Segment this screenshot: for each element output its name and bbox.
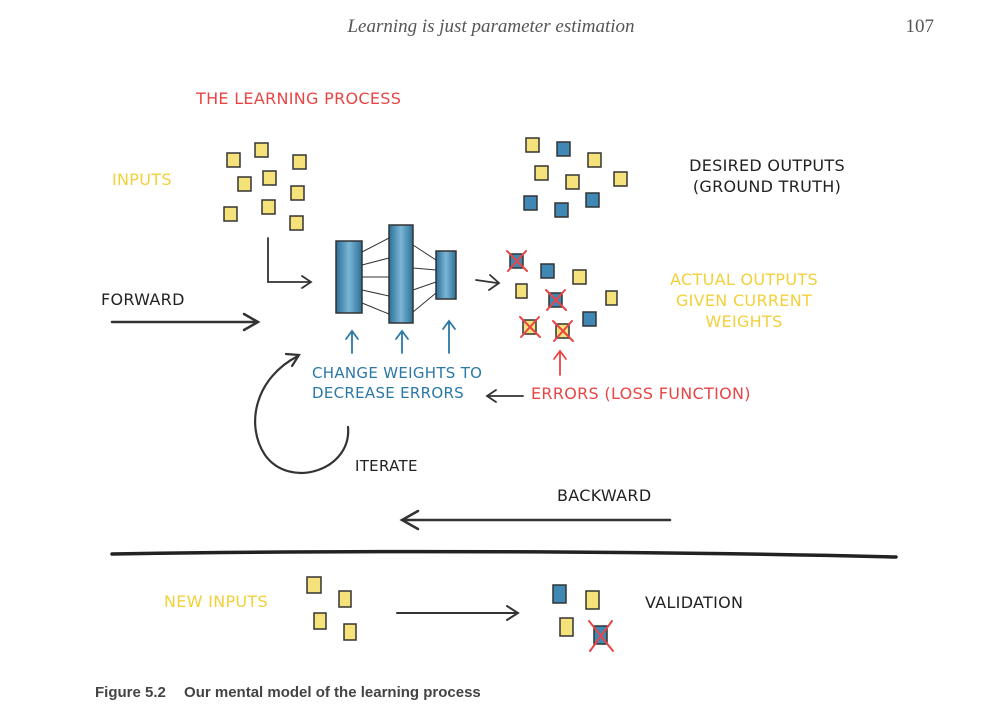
desired-outputs-line-1: DESIRED OUTPUTS — [689, 156, 845, 175]
backward-arrow — [399, 509, 672, 531]
weight-update-arrows — [345, 319, 456, 354]
running-title: Learning is just parameter estimation — [347, 16, 635, 37]
divider-line — [110, 549, 898, 559]
actual-output-samples — [509, 253, 618, 339]
figure-caption: Figure 5.2 Our mental model of the learn… — [95, 684, 481, 701]
desired-outputs-line-2: (GROUND TRUTH) — [692, 176, 842, 196]
actual-outputs-line-1: ACTUAL OUTPUTS — [670, 270, 818, 289]
error-cross-marks — [506, 250, 574, 342]
errors-to-weights-arrow — [485, 389, 524, 403]
new-input-samples — [306, 576, 357, 641]
iterate-label: ITERATE — [355, 457, 418, 475]
forward-arrow — [110, 312, 261, 332]
iterate-loop-arrow — [254, 352, 350, 474]
validation-label: VALIDATION — [645, 593, 744, 612]
network-layers — [335, 224, 457, 324]
change-weights-label: CHANGE WEIGHTS TO DECREASE ERRORS — [312, 364, 482, 403]
desired-outputs-label: DESIRED OUTPUTS (GROUND TRUTH) — [664, 156, 870, 198]
page-number: 107 — [905, 16, 935, 37]
forward-label: FORWARD — [101, 290, 185, 309]
actual-outputs-line-2: GIVEN CURRENT — [675, 290, 813, 310]
inputs-label: INPUTS — [112, 170, 172, 189]
network-connections — [361, 237, 437, 315]
backward-label: BACKWARD — [557, 486, 652, 505]
network-to-outputs-arrow — [475, 274, 501, 291]
new-inputs-label: NEW INPUTS — [164, 592, 268, 611]
validation-samples — [552, 584, 608, 645]
validation-cross-mark — [588, 620, 614, 652]
input-to-network-arrow — [267, 237, 313, 289]
desired-output-samples — [523, 137, 628, 218]
figure-caption-text: Our mental model of the learning process — [184, 684, 481, 701]
figure-title: THE LEARNING PROCESS — [196, 89, 402, 108]
actual-outputs-label: ACTUAL OUTPUTS GIVEN CURRENT WEIGHTS — [646, 270, 842, 332]
figure-number: Figure 5.2 — [95, 684, 166, 701]
input-samples — [223, 142, 307, 231]
errors-label: ERRORS (LOSS FUNCTION) — [531, 384, 751, 403]
change-weights-line-2: DECREASE ERRORS — [312, 383, 465, 402]
change-weights-line-1: CHANGE WEIGHTS TO — [312, 364, 483, 382]
validation-arrow — [396, 605, 520, 621]
actual-outputs-line-3: WEIGHTS — [705, 311, 783, 331]
errors-arrow — [553, 349, 567, 376]
